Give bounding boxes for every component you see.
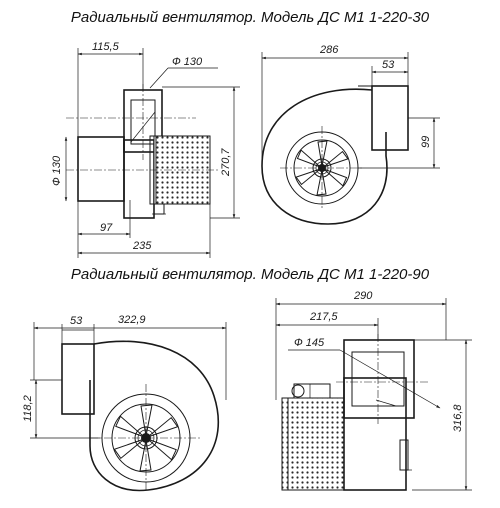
bottom-dim-width: 322,9 — [118, 314, 146, 326]
top-dim-outlet-height: 99 — [420, 136, 432, 148]
bottom-dim-outlet-height: 118,2 — [22, 395, 34, 422]
bottom-side-motor-mesh — [281, 397, 345, 491]
top-dim-length: 235 — [132, 240, 152, 252]
bottom-side-housing — [343, 377, 407, 491]
top-dim-inlet-diameter: Ф 130 — [51, 155, 63, 186]
bottom-dim-side-offset: 217,5 — [309, 311, 338, 323]
top-front-outlet — [371, 85, 409, 151]
top-dim-motor-offset: 97 — [100, 222, 113, 234]
top-dim-height: 270,7 — [220, 148, 232, 177]
bottom-dim-outlet-diameter: Ф 145 — [294, 337, 325, 349]
bottom-side-capacitor — [293, 383, 331, 399]
top-dim-outlet-width: 53 — [382, 59, 395, 71]
bottom-side-view: 290 217,5 Ф 145 316,8 — [275, 290, 472, 491]
top-dim-outlet-diameter: Ф 130 — [172, 56, 203, 68]
top-dim-outlet-offset: 115,5 — [92, 41, 120, 53]
top-side-inlet — [77, 136, 125, 202]
top-front-volute — [261, 88, 388, 225]
bottom-dim-side-width: 290 — [353, 290, 373, 302]
top-side-view: 115,5 Ф 130 Ф 130 270,7 97 235 — [51, 41, 240, 258]
bottom-front-view: 322,9 53 118,2 — [22, 314, 227, 492]
bottom-dim-height: 316,8 — [452, 404, 464, 432]
bottom-side-outlet-box — [343, 339, 415, 419]
bottom-dim-outlet-width: 53 — [70, 315, 83, 327]
top-dim-width: 286 — [319, 44, 339, 56]
bottom-drawing-title: Радиальный вентилятор. Модель ДС М1 1-22… — [70, 266, 430, 283]
top-drawing-title: Радиальный вентилятор. Модель ДС М1 1-22… — [70, 9, 430, 26]
top-front-view: 286 53 99 — [261, 44, 440, 225]
bottom-front-volute — [89, 340, 220, 492]
